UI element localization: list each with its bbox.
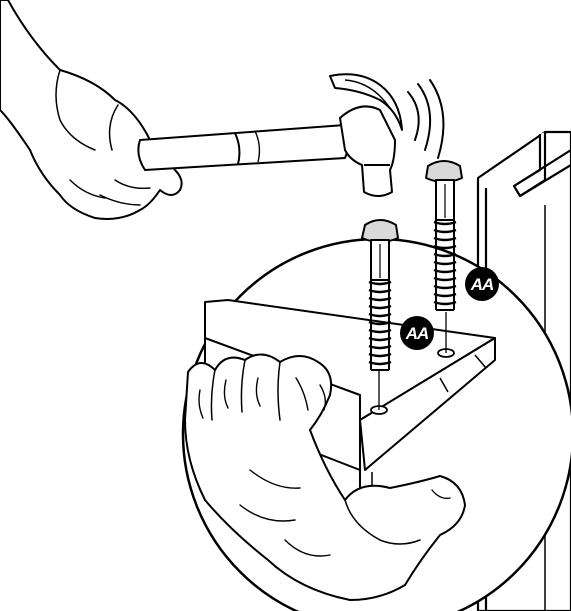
motion-lines	[408, 80, 443, 158]
callout-aa-back: AA	[465, 267, 499, 301]
callout-aa-front: AA	[400, 316, 434, 350]
callout-aa-back-label: AA	[470, 275, 494, 294]
hammer-hand	[0, 0, 182, 219]
callout-aa-front-label: AA	[405, 324, 429, 343]
